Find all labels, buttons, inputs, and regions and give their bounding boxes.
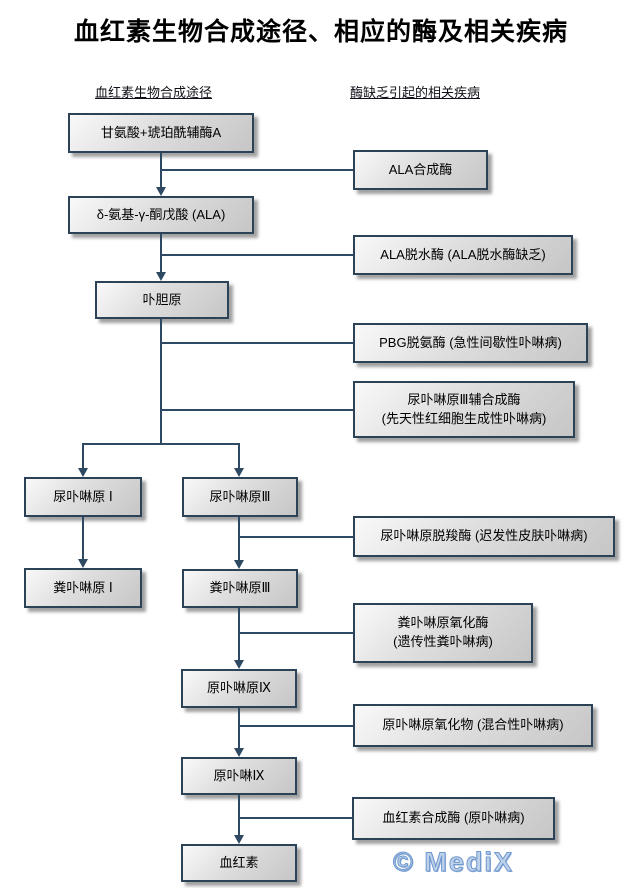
node-label: 血红素 (219, 854, 259, 870)
connector-line (238, 445, 240, 470)
enzyme-uroporphyrinogen-decarboxylase: 尿卟啉原脱羧酶 (迟发性皮肤卟啉病) (353, 516, 615, 557)
arrow-down-icon (78, 559, 88, 568)
enzyme-label: ALA脱水酶 (ALA脱水酶缺乏) (380, 246, 546, 262)
enzyme-label: PBG脱氨酶 (急性间歇性卟啉病) (379, 334, 562, 350)
enzyme-heme-synthase: 血红素合成酶 (原卟啉病) (352, 797, 555, 840)
connector-line (82, 517, 84, 561)
node-glycine-succinyl-coa: 甘氨酸+琥珀酰辅酶A (68, 113, 254, 153)
arrow-down-icon (234, 835, 244, 844)
node-uroporphyrinogen-iii: 尿卟啉原Ⅲ (182, 477, 298, 517)
page-title: 血红素生物合成途径、相应的酶及相关疾病 (73, 19, 568, 46)
enzyme-label: 血红素合成酶 (原卟啉病) (382, 810, 525, 826)
connector-line (160, 319, 162, 445)
branch-to-ala-dehydratase (161, 254, 353, 256)
node-heme: 血红素 (181, 844, 297, 882)
node-coproporphyrinogen-i: 粪卟啉原 Ⅰ (24, 568, 142, 608)
arrow-down-icon (234, 660, 244, 669)
enzyme-disease-label: (先天性红细胞生成性卟啉病) (381, 410, 547, 426)
node-porphobilinogen: 卟胆原 (95, 281, 229, 319)
enzyme-protoporphyrinogen-oxidase: 原卟啉原氧化物 (混合性卟啉病) (353, 704, 593, 747)
pathway-column-header: 血红素生物合成途径 (95, 85, 213, 100)
enzyme-uroporphyrinogen-iii-cosynthase: 尿卟啉原Ⅲ辅合成酶 (先天性红细胞生成性卟啉病) (353, 381, 575, 438)
node-label: 粪卟啉原 Ⅰ (53, 579, 113, 595)
branch-to-copro-oxidase (239, 632, 353, 634)
enzyme-ala-synthase: ALA合成酶 (353, 150, 488, 190)
branch-to-cosynthase (161, 409, 353, 411)
connector-line (238, 708, 240, 750)
branch-to-decarboxylase (239, 536, 353, 538)
enzyme-label: 尿卟啉原Ⅲ辅合成酶 (407, 391, 521, 407)
enzyme-ala-dehydratase: ALA脱水酶 (ALA脱水酶缺乏) (353, 235, 573, 275)
node-coproporphyrinogen-iii: 粪卟啉原Ⅲ (182, 569, 298, 608)
node-label: 原卟啉原Ⅸ (207, 680, 271, 696)
arrow-down-icon (156, 272, 166, 281)
connector-line (82, 445, 84, 470)
arrow-down-icon (234, 748, 244, 757)
connector-line (238, 517, 240, 561)
connector-line (160, 153, 162, 189)
enzyme-disease-label: (遗传性粪卟啉病) (393, 634, 493, 649)
enzyme-label: 尿卟啉原脱羧酶 (迟发性皮肤卟啉病) (380, 528, 588, 544)
branch-to-heme-synthase (239, 817, 352, 819)
enzyme-coproporphyrinogen-oxidase: 粪卟啉原氧化酶 (遗传性粪卟啉病) (353, 603, 533, 663)
arrow-down-icon (78, 468, 88, 477)
node-label: 甘氨酸+琥珀酰辅酶A (100, 124, 222, 140)
node-label: 卟胆原 (142, 291, 182, 307)
node-uroporphyrinogen-i: 尿卟啉原 Ⅰ (24, 477, 142, 517)
enzyme-label: ALA合成酶 (388, 161, 453, 177)
node-label: 粪卟啉原Ⅲ (209, 580, 271, 596)
branch-to-proto-oxidase (239, 725, 353, 727)
node-label: 原卟啉Ⅸ (213, 767, 265, 783)
enzyme-pbg-deaminase: PBG脱氨酶 (急性间歇性卟啉病) (353, 323, 588, 363)
connector-split-line (82, 443, 240, 445)
arrow-down-icon (234, 560, 244, 569)
connector-line (238, 795, 240, 837)
node-label: δ-氨基-γ-酮戊酸 (ALA) (96, 206, 226, 222)
node-protoporphyrin-ix: 原卟啉Ⅸ (181, 757, 297, 795)
node-label: 尿卟啉原Ⅲ (209, 488, 271, 504)
enzyme-label: 粪卟啉原氧化酶 (397, 615, 489, 631)
node-protoporphyrinogen-ix: 原卟啉原Ⅸ (181, 669, 297, 708)
medix-watermark: © MediX (393, 847, 514, 878)
connector-line (238, 608, 240, 662)
arrow-down-icon (156, 187, 166, 196)
enzyme-label: 原卟啉原氧化物 (混合性卟啉病) (382, 717, 564, 733)
disease-column-header: 酶缺乏引起的相关疾病 (350, 85, 481, 100)
node-ala: δ-氨基-γ-酮戊酸 (ALA) (68, 196, 254, 234)
branch-to-ala-synthase (161, 169, 353, 171)
branch-to-pbg-deaminase (161, 342, 353, 344)
arrow-down-icon (234, 468, 244, 477)
node-label: 尿卟啉原 Ⅰ (53, 488, 113, 504)
